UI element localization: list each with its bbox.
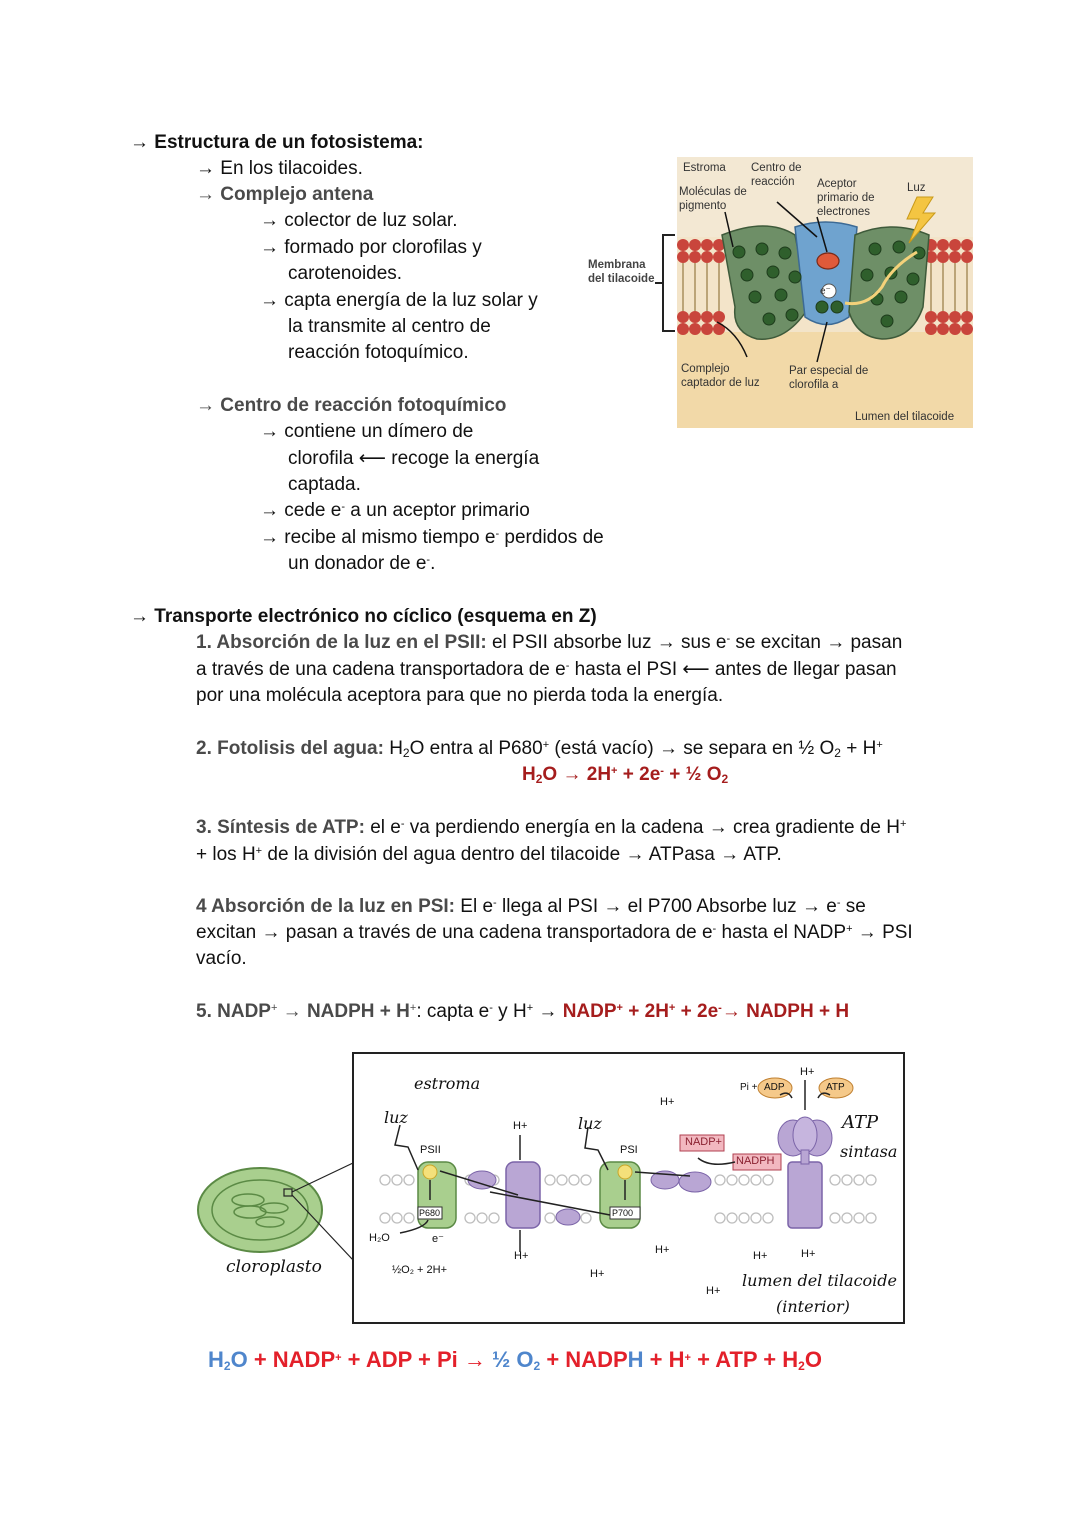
membrane-bracket: [655, 234, 675, 332]
label-pi: Pi +: [740, 1082, 758, 1093]
label-hplus: H+: [590, 1268, 605, 1280]
text-line: → recibe al mismo tiempo e- perdidos de: [260, 527, 604, 548]
text-line: clorofila ⟵ recoge la energía: [288, 448, 540, 469]
text-line: → formado por clorofilas y: [260, 237, 482, 258]
label-nadp: NADP+: [685, 1136, 722, 1148]
step5-line1: 5. NADP+ → NADPH + H+: capta e- y H+ → N…: [196, 1001, 850, 1022]
label-o2: ½O₂ + 2H+: [392, 1264, 448, 1276]
label-hplus: H+: [514, 1250, 529, 1262]
label-complejo: Complejo captador de luz: [681, 363, 760, 389]
label-centro-reaccion: Centro de reacción: [751, 162, 802, 188]
step4-line3: vacío.: [196, 948, 247, 969]
label-luz-1: luz: [384, 1108, 408, 1127]
label-psii: PSII: [420, 1144, 441, 1156]
equation-fotolisis: H2O → 2H+ + 2e- + ½ O2: [522, 764, 729, 786]
step2-line1: 2. Fotolisis del agua: H2O entra al P680…: [196, 738, 883, 760]
step1-line3: por una molécula aceptora para que no pi…: [196, 685, 724, 706]
step4-line2: excitan → pasan a través de una cadena t…: [196, 922, 913, 943]
text-line: → contiene un dímero de: [260, 421, 474, 442]
label-hplus: H+: [801, 1248, 816, 1260]
thylakoid-diagram: [197, 1052, 905, 1324]
label-lumen-hand: lumen del tilacoide: [742, 1271, 897, 1290]
label-p700: P700: [612, 1208, 634, 1218]
label-eminus: e⁻: [432, 1233, 444, 1245]
text-line: la transmite al centro de: [288, 316, 491, 337]
label-hplus: H+: [800, 1066, 815, 1078]
label-moleculas: Moléculas de pigmento: [679, 186, 747, 212]
step3-line1: 3. Síntesis de ATP: el e- va perdiendo e…: [196, 817, 907, 838]
step4-line1: 4 Absorción de la luz en PSI: El e- lleg…: [196, 896, 866, 917]
label-hplus: H+: [655, 1244, 670, 1256]
step1-line2: a través de una cadena transportadora de…: [196, 659, 897, 680]
label-estroma: Estroma: [683, 162, 726, 174]
label-estroma-hand: estroma: [414, 1074, 481, 1093]
overall-equation: H2O + NADP+ + ADP + Pi → ½ O2 + NADPH + …: [208, 1347, 822, 1373]
label-lumen: Lumen del tilacoide: [855, 411, 955, 423]
photosystem-figure: Estroma Moléculas de pigmento Centro de …: [677, 157, 973, 428]
label-cloroplasto: cloroplasto: [226, 1257, 322, 1277]
label-luz-2: luz: [578, 1114, 602, 1133]
text-line: carotenoides.: [288, 263, 403, 284]
text-line: → colector de luz solar.: [260, 210, 458, 231]
label-hplus: H+: [706, 1285, 721, 1297]
label-psi: PSI: [620, 1144, 638, 1156]
text-line: captada.: [288, 474, 361, 495]
section-title-fotosistema: → Estructura de un fotosistema:: [130, 132, 424, 153]
section-title-transporte: → Transporte electrónico no cíclico (esq…: [130, 606, 597, 627]
label-membrana: Membrana del tilacoide: [588, 259, 655, 285]
text-line: → cede e- a un aceptor primario: [260, 500, 530, 521]
label-h2o: H₂O: [369, 1232, 390, 1244]
label-interior: (interior): [776, 1297, 850, 1316]
label-p680: P680: [419, 1208, 441, 1218]
text-line: un donador de e-.: [288, 553, 436, 574]
label-par-especial: Par especial de clorofila a: [789, 365, 869, 391]
label-hplus: H+: [513, 1120, 528, 1132]
label-adp: ADP: [764, 1082, 785, 1093]
label-atp-sintasa-2: sintasa: [840, 1142, 898, 1161]
label-luz: Luz: [907, 182, 926, 194]
label-aceptor: Aceptor primario de electrones: [817, 178, 875, 218]
label-hplus: H+: [660, 1096, 675, 1108]
label-atp-sintasa-1: ATP: [842, 1112, 879, 1133]
step1-line1: 1. Absorción de la luz en el PSII: el PS…: [196, 632, 903, 653]
text-line: → capta energía de la luz solar y: [260, 290, 538, 311]
subheading-antena: → Complejo antena: [196, 184, 374, 205]
photosystem-diagram: [677, 157, 973, 428]
text-line: reacción fotoquímico.: [288, 342, 469, 363]
electron-label: e⁻: [820, 286, 831, 297]
text-line: → En los tilacoides.: [196, 158, 363, 179]
label-atp: ATP: [826, 1082, 845, 1093]
label-hplus: H+: [753, 1250, 768, 1262]
subheading-centro: → Centro de reacción fotoquímico: [196, 395, 507, 416]
step3-line2: + los H+ de la división del agua dentro …: [196, 844, 782, 865]
label-nadph: NADPH: [736, 1155, 775, 1167]
